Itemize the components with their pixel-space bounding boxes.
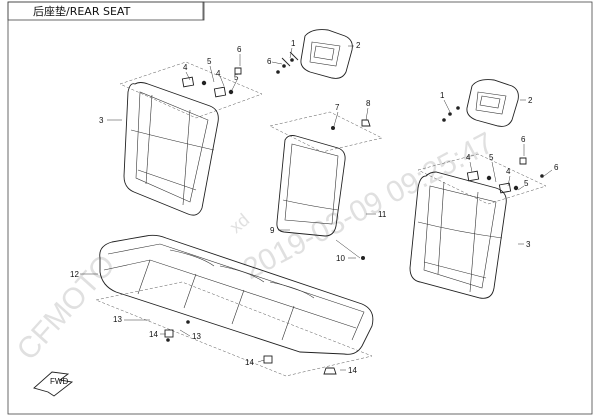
callout-5-right-b: 5 (524, 179, 529, 188)
watermark-brand: CFMOTO (11, 248, 122, 366)
seat-cushion (95, 234, 374, 377)
callout-3-left: 3 (99, 116, 104, 125)
callout-14-right: 14 (348, 366, 357, 375)
callout-2-left: 2 (356, 41, 361, 50)
callout-8: 8 (366, 99, 371, 108)
callout-1-right: 1 (440, 91, 445, 100)
left-backrest (119, 61, 263, 216)
callout-5-left-b: 5 (234, 73, 239, 82)
watermark-timestamp: 2019-03-09 09:25:47 (238, 126, 499, 286)
callout-10: 10 (336, 254, 345, 263)
callout-4-left: 4 (183, 63, 188, 72)
callout-9: 9 (270, 226, 275, 235)
callout-3-right: 3 (526, 240, 531, 249)
fwd-label: FWD (50, 377, 68, 386)
callout-5-right-top: 5 (489, 153, 494, 162)
callout-7: 7 (335, 103, 340, 112)
callout-6-right-top: 6 (521, 135, 526, 144)
callout-5-left-top: 5 (207, 57, 212, 66)
fwd-arrow: FWD (33, 371, 74, 397)
center-armrest (269, 111, 383, 260)
callout-1-left: 1 (291, 39, 296, 48)
callout-14-mid: 14 (245, 358, 254, 367)
callout-14-left: 14 (149, 330, 158, 339)
callout-13-mid: 13 (192, 332, 201, 341)
right-backrest (409, 153, 547, 299)
callout-6-right: 6 (554, 163, 559, 172)
left-headrest (276, 29, 353, 79)
right-headrest (442, 79, 519, 127)
watermark-fragment: xd (226, 210, 253, 238)
diagram-border (7, 1, 593, 415)
callout-11: 11 (378, 210, 387, 219)
callout-4-left-b: 4 (216, 69, 221, 78)
callout-2-right: 2 (528, 96, 533, 105)
leader-lines (80, 45, 553, 371)
callout-6-left-top: 6 (237, 45, 242, 54)
callout-12: 12 (70, 270, 79, 279)
callout-13-left: 13 (113, 315, 122, 324)
callout-6-left-mid: 6 (267, 57, 272, 66)
callout-4-right: 4 (466, 153, 471, 162)
diagram-title: 后座垫/REAR SEAT (33, 4, 131, 18)
callout-4-right-b: 4 (506, 167, 511, 176)
title-box (7, 1, 205, 21)
callout-numbers: 3 4 5 4 5 6 6 1 2 7 8 9 11 10 1 2 4 5 6 … (70, 39, 559, 375)
